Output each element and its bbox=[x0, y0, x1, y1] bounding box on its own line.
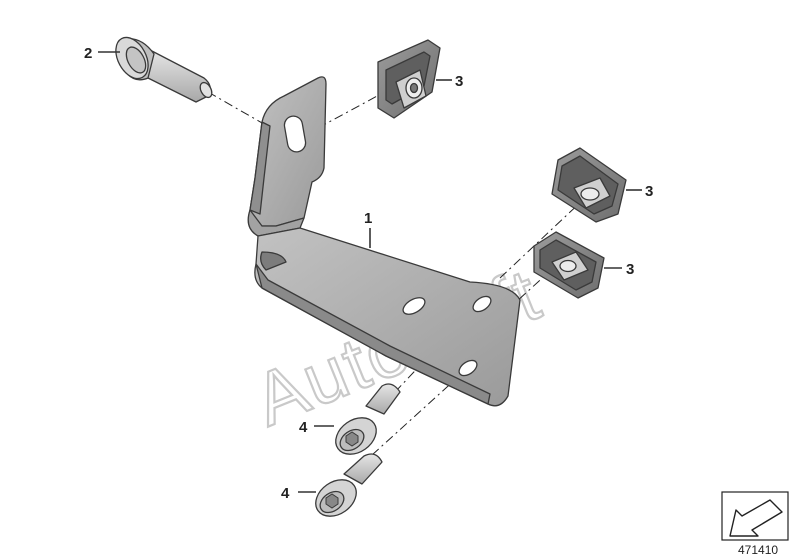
bracket-slot-top bbox=[283, 115, 307, 153]
callout-3-top: 3 bbox=[455, 73, 463, 90]
clip-nut-right-lower bbox=[533, 231, 605, 299]
bracket-hole-1 bbox=[402, 297, 426, 315]
clip-nut-right-upper bbox=[551, 147, 627, 223]
axis-clip-right-upper bbox=[499, 197, 586, 279]
bracket-hole-2 bbox=[472, 295, 492, 313]
arrow-down-left-icon bbox=[729, 499, 783, 537]
bolt-top bbox=[115, 36, 213, 103]
clip-nut-top bbox=[377, 39, 441, 119]
callout-1: 1 bbox=[364, 210, 372, 227]
document-id: 471410 bbox=[738, 543, 778, 557]
callout-4-upper: 4 bbox=[299, 419, 308, 436]
callout-2: 2 bbox=[84, 45, 92, 62]
bracket-hole-3 bbox=[458, 359, 478, 377]
axis-screw-lower bbox=[371, 367, 469, 456]
nav-arrow-box[interactable] bbox=[721, 491, 789, 541]
bracket bbox=[247, 76, 521, 407]
callout-3-right-lower: 3 bbox=[626, 261, 634, 278]
callouts: 1 2 3 3 3 4 4 bbox=[84, 45, 653, 502]
screw-upper bbox=[335, 383, 401, 455]
callout-4-lower: 4 bbox=[281, 485, 290, 502]
callout-3-right-upper: 3 bbox=[645, 183, 653, 200]
screw-lower bbox=[315, 453, 383, 517]
